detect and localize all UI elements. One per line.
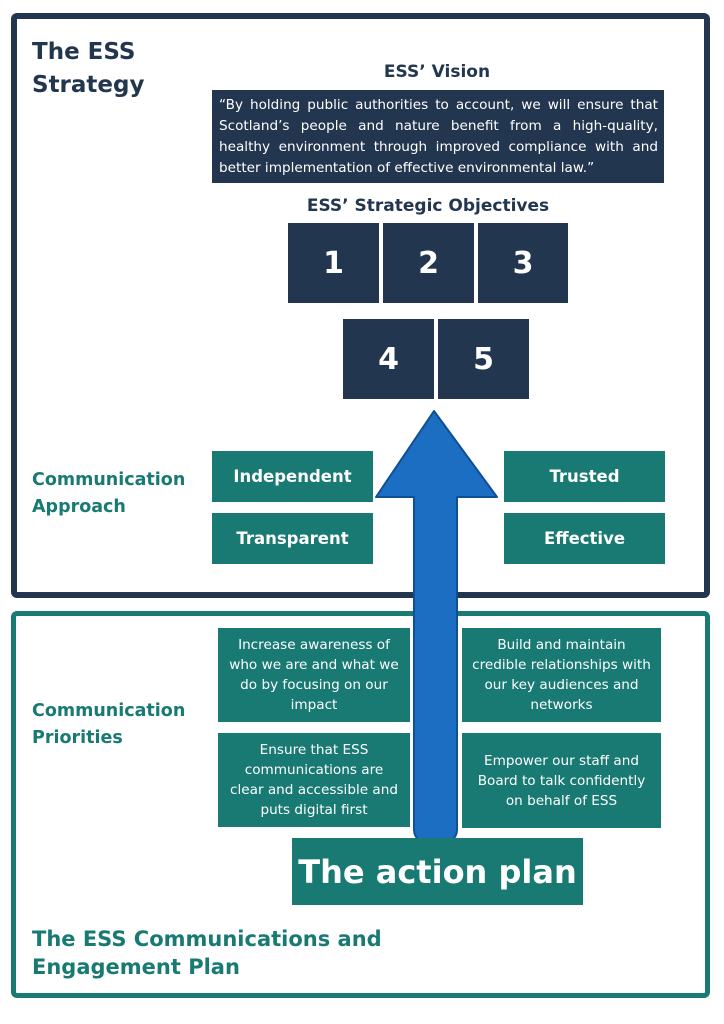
approach-transparent: Transparent <box>212 513 373 564</box>
objective-5: 5 <box>438 319 529 399</box>
objectives-title: ESS’ Strategic Objectives <box>306 196 550 216</box>
strategy-title: The ESS Strategy <box>32 39 145 98</box>
approach-trusted: Trusted <box>504 451 665 502</box>
priority-awareness: Increase awareness of who we are and wha… <box>218 628 410 722</box>
vision-title: ESS’ Vision <box>383 62 491 82</box>
approach-independent: Independent <box>212 451 373 502</box>
priority-accessible: Ensure that ESS communications are clear… <box>218 733 410 827</box>
priority-empower: Empower our staff and Board to talk conf… <box>462 733 661 828</box>
objective-2: 2 <box>383 223 474 303</box>
objective-3: 3 <box>478 223 568 303</box>
plan-title: The ESS Communications and Engagement Pl… <box>32 927 382 979</box>
objective-4: 4 <box>343 319 434 399</box>
vision-statement: “By holding public authorities to accoun… <box>212 90 664 183</box>
priority-relationships: Build and maintain credible relationship… <box>462 628 661 722</box>
approach-effective: Effective <box>504 513 665 564</box>
approach-title: Communication Approach <box>32 470 186 517</box>
objective-1: 1 <box>288 223 379 303</box>
priorities-title: Communication Priorities <box>32 701 186 748</box>
action-plan-box: The action plan <box>292 838 583 905</box>
